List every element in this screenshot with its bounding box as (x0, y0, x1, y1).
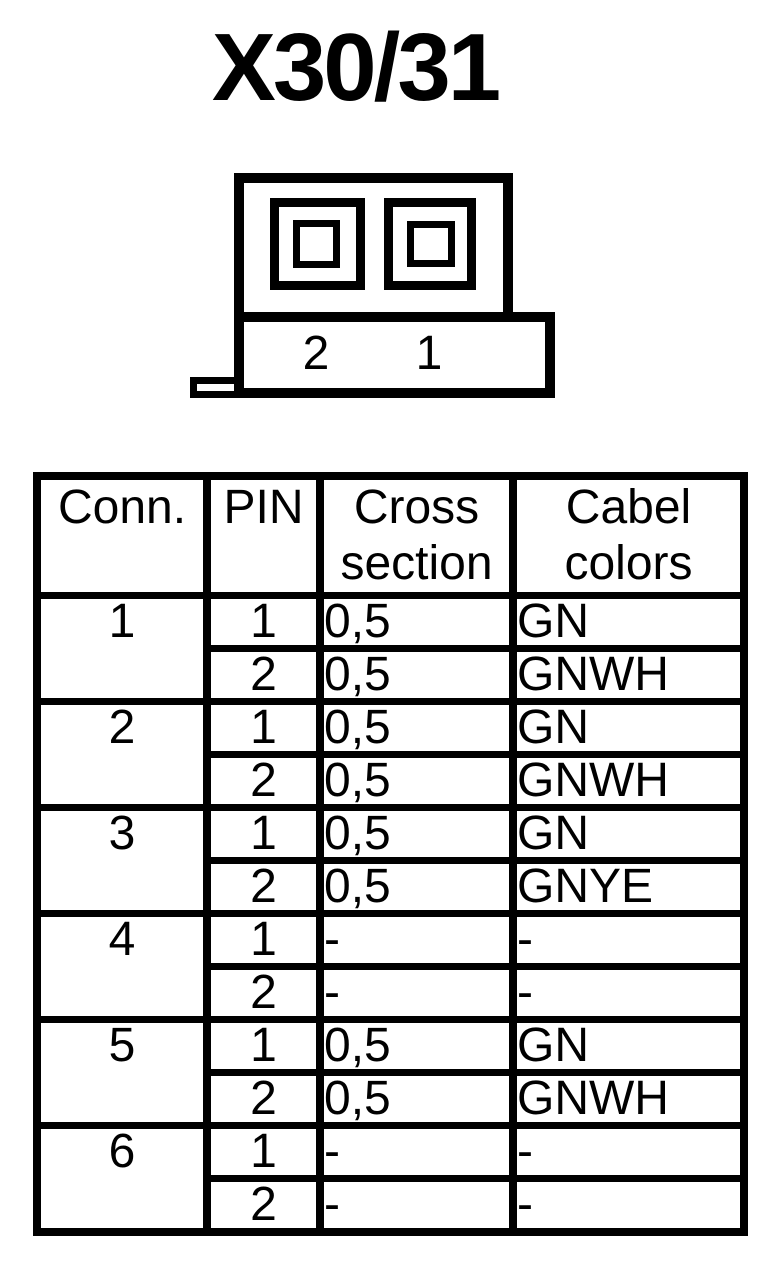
conn-cell: 4 (33, 910, 211, 1023)
cross-section-cell: 0,5 (316, 1016, 517, 1076)
cross-section-cell: - (316, 910, 517, 970)
connector-housing-bottom (234, 312, 555, 398)
pin-cell: 1 (203, 592, 324, 652)
pin-cell: 2 (203, 751, 324, 811)
pin-cell: 1 (203, 1122, 324, 1182)
cable-color-cell: - (509, 1175, 748, 1236)
cross-section-cell: - (316, 1122, 517, 1182)
table-row: 2 - - (37, 963, 748, 1023)
cable-color-cell: - (509, 1122, 748, 1182)
table-header-row: Conn. PIN Cross section Cabel colors (33, 472, 748, 599)
cable-color-cell: GN (509, 1016, 748, 1076)
cross-section-cell: - (316, 963, 517, 1023)
cable-color-cell: GN (509, 804, 748, 864)
pin-assignment-table: Conn. PIN Cross section Cabel colors 1 1… (33, 472, 748, 1236)
pin-cell: 1 (203, 1016, 324, 1076)
table-row: 2 1 0,5 GN (33, 698, 748, 811)
cable-color-cell: GNWH (509, 645, 748, 705)
cross-section-cell: - (316, 1175, 517, 1236)
table-row: 4 1 - - (33, 910, 748, 1023)
table-row: 5 1 0,5 GN (33, 1016, 748, 1129)
table-row: 2 - - (37, 1175, 748, 1236)
pin-cavity-2-inner (293, 220, 340, 268)
cable-color-cell: GN (509, 698, 748, 758)
cross-section-cell: 0,5 (316, 804, 517, 864)
col-header-cross-section: Cross section (316, 472, 517, 599)
cross-section-cell: 0,5 (316, 645, 517, 705)
conn-cell: 1 (33, 592, 211, 705)
cable-color-cell: GNWH (509, 751, 748, 811)
table-row: 1 1 0,5 GN (33, 592, 748, 705)
cable-color-cell: - (509, 910, 748, 970)
cross-section-cell: 0,5 (316, 698, 517, 758)
table-row: 2 0,5 GNYE (37, 857, 748, 917)
table-row: 2 0,5 GNWH (37, 645, 748, 705)
pin-cell: 2 (203, 963, 324, 1023)
pin-cavity-1-inner (407, 221, 455, 267)
cable-color-cell: GNYE (509, 857, 748, 917)
conn-cell: 3 (33, 804, 211, 917)
pin-cavity-2-outer (270, 198, 365, 290)
pin-cell: 1 (203, 910, 324, 970)
pin-cell: 2 (203, 1069, 324, 1129)
pin-label-2: 2 (302, 327, 330, 380)
cross-section-cell: 0,5 (316, 857, 517, 917)
cable-color-cell: - (509, 963, 748, 1023)
cross-section-cell: 0,5 (316, 592, 517, 652)
cross-section-cell: 0,5 (316, 1069, 517, 1129)
col-header-cable-colors: Cabel colors (509, 472, 748, 599)
pin-cell: 2 (203, 645, 324, 705)
cable-color-cell: GNWH (509, 1069, 748, 1129)
cross-section-cell: 0,5 (316, 751, 517, 811)
col-header-pin: PIN (203, 472, 324, 599)
pin-label-1: 1 (415, 327, 443, 380)
conn-cell: 6 (33, 1122, 211, 1236)
table-row: 2 0,5 GNWH (37, 1069, 748, 1129)
conn-cell: 5 (33, 1016, 211, 1129)
pin-cell: 2 (203, 1175, 324, 1236)
cable-color-cell: GN (509, 592, 748, 652)
table-row: 2 0,5 GNWH (37, 751, 748, 811)
col-header-conn: Conn. (33, 472, 211, 599)
pin-cavity-1-outer (384, 198, 476, 290)
pin-cell: 2 (203, 857, 324, 917)
pin-cell: 1 (203, 804, 324, 864)
conn-cell: 2 (33, 698, 211, 811)
table-row: 6 1 - - (33, 1122, 748, 1236)
table-row: 3 1 0,5 GN (33, 804, 748, 917)
pin-cell: 1 (203, 698, 324, 758)
diagram-title: X30/31 (211, 14, 501, 121)
